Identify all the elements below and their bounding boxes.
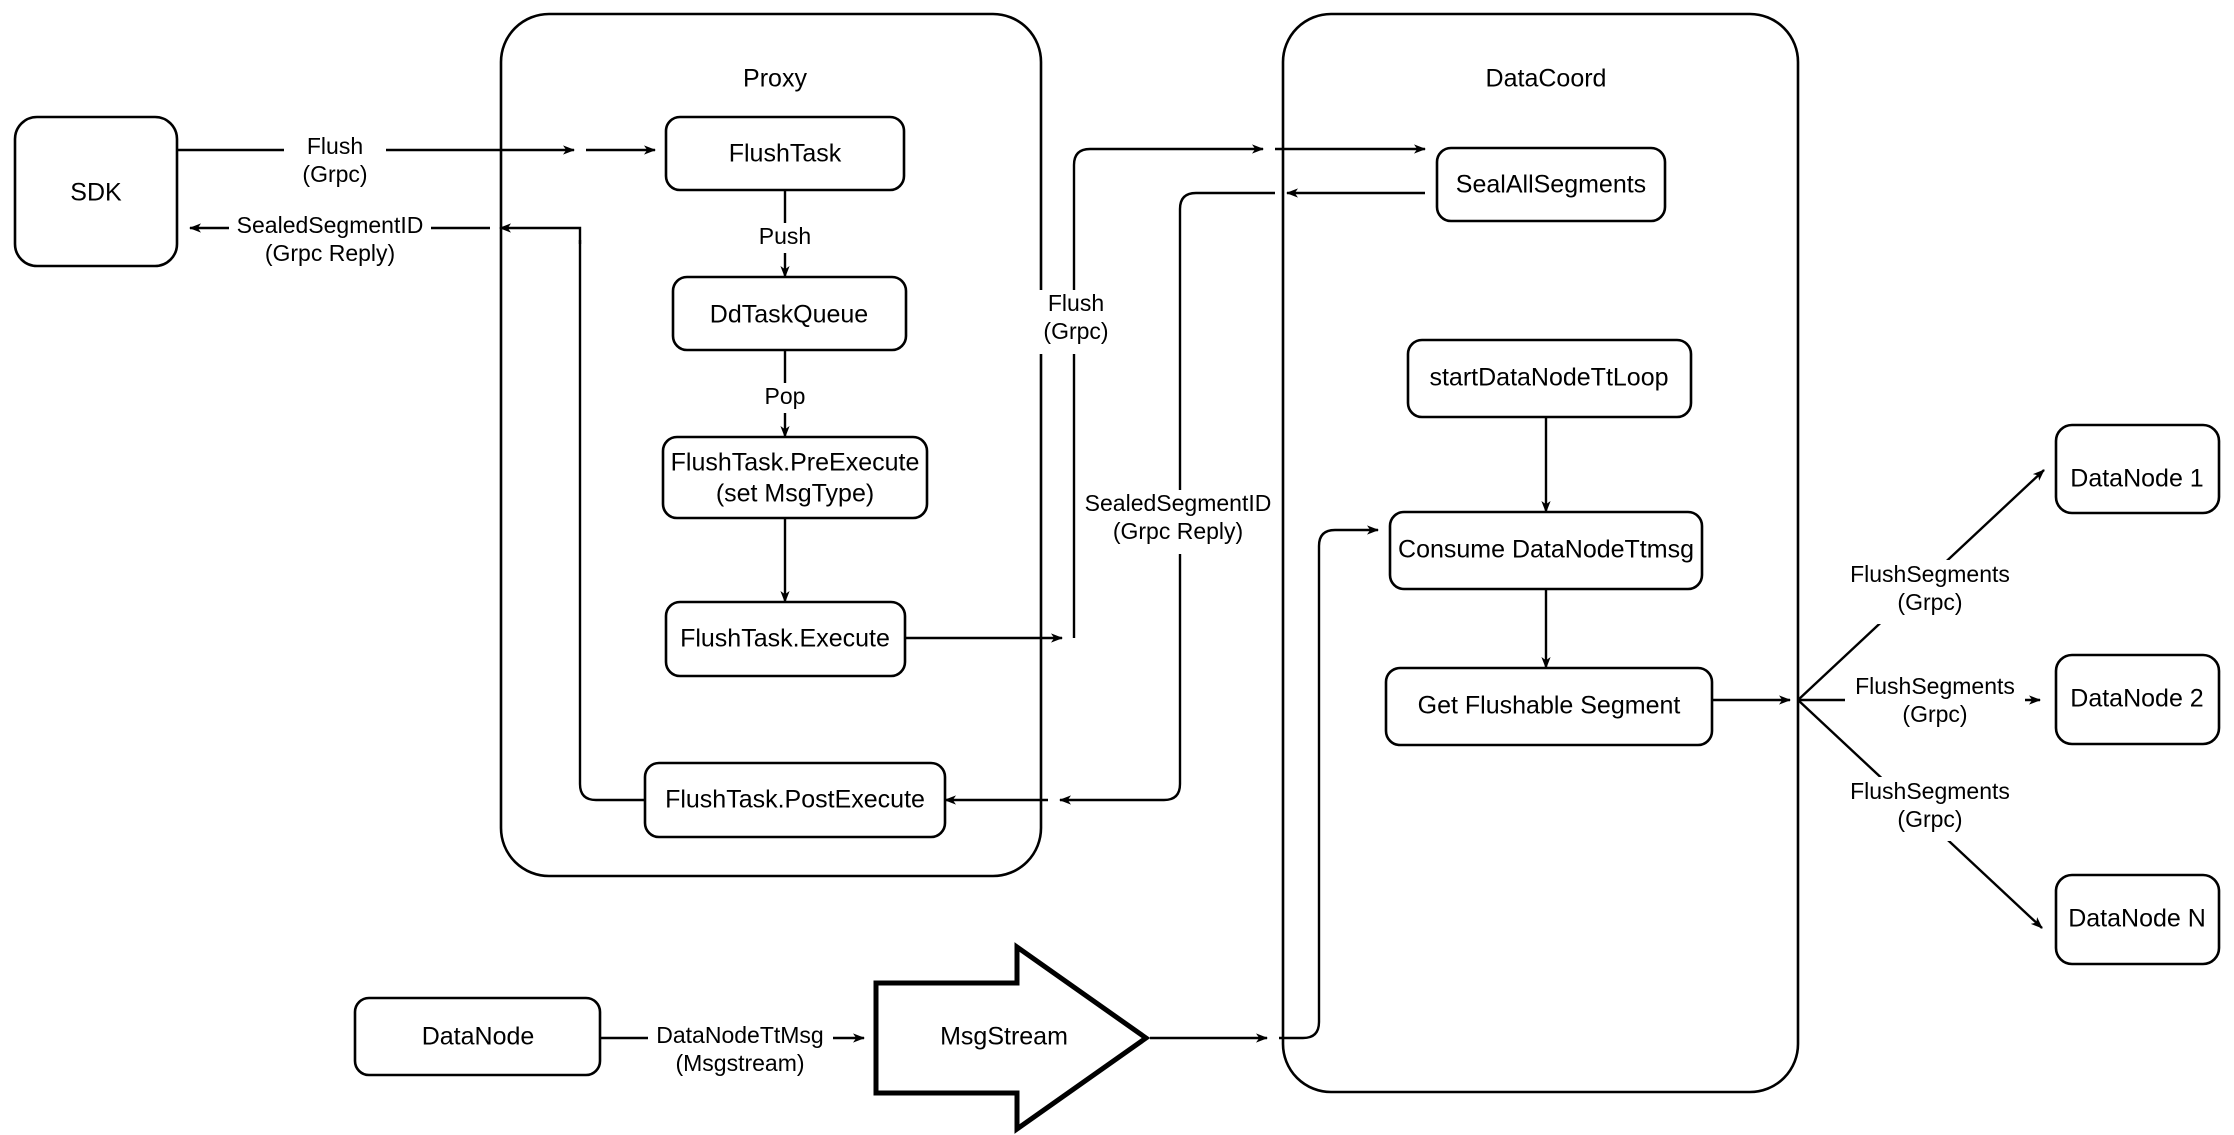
label-proxy-to-datacoord-line1: Flush bbox=[1048, 290, 1104, 316]
label-sdk-to-proxy-bg bbox=[284, 133, 386, 165]
label-datacoord-to-proxy-line1: SealedSegmentID bbox=[1085, 490, 1272, 516]
node-datanode-bottom[interactable]: DataNode bbox=[353, 996, 602, 1077]
proxy-container-rect bbox=[499, 12, 1043, 878]
label-push-text: Push bbox=[759, 223, 811, 249]
edge-msgstream-to-consume bbox=[1150, 525, 1379, 1043]
flushtask-rect[interactable] bbox=[664, 115, 906, 192]
consumedatanodettmsg-label: Consume DataNodeTtmsg bbox=[1398, 536, 1694, 564]
label-pop: Pop bbox=[752, 383, 818, 413]
preexecute-label-line2: (set MsgType) bbox=[716, 480, 874, 508]
sealallsegments-label: SealAllSegments bbox=[1456, 171, 1646, 199]
datanode2-label: DataNode 2 bbox=[2070, 685, 2203, 713]
datanode-bottom-rect[interactable] bbox=[353, 996, 602, 1077]
node-sdk[interactable]: SDK bbox=[13, 115, 179, 268]
datanoden-label: DataNode N bbox=[2068, 905, 2206, 933]
edge-postexecute-to-boundary bbox=[578, 240, 645, 802]
container-proxy: Proxy bbox=[499, 12, 1043, 878]
label-proxy-to-datacoord: Flush (Grpc) bbox=[1026, 290, 1126, 354]
node-ddtaskqueue[interactable]: DdTaskQueue bbox=[671, 275, 908, 352]
datanode2-rect[interactable] bbox=[2054, 653, 2221, 746]
datanode1-label: DataNode 1 bbox=[2070, 465, 2203, 493]
postexecute-rect[interactable] bbox=[643, 761, 947, 839]
label-sdk-to-proxy: Flush (Grpc) bbox=[284, 133, 386, 187]
postexecute-label: FlushTask.PostExecute bbox=[665, 786, 925, 814]
label-pop-bg bbox=[752, 383, 818, 413]
label-sdk-to-proxy-line1: Flush bbox=[307, 133, 363, 159]
label-proxy-to-datacoord-line2: (Grpc) bbox=[1043, 318, 1108, 344]
label-proxy-to-sdk-line2: (Grpc Reply) bbox=[265, 240, 395, 266]
label-flushsegments-1: FlushSegments (Grpc) bbox=[1840, 560, 2020, 624]
getflushablesegment-label: Get Flushable Segment bbox=[1418, 692, 1681, 720]
preexecute-label-line1: FlushTask.PreExecute bbox=[671, 449, 920, 477]
label-flushsegments-n-line2: (Grpc) bbox=[1897, 806, 1962, 832]
label-flushsegments-1-bg bbox=[1840, 560, 2020, 624]
node-datanode2[interactable]: DataNode 2 bbox=[2054, 653, 2221, 746]
label-flushsegments-n-bg bbox=[1840, 777, 2020, 841]
label-proxy-to-datacoord-bg bbox=[1026, 290, 1126, 354]
label-push: Push bbox=[748, 223, 822, 253]
startdatanodettloop-rect[interactable] bbox=[1406, 338, 1693, 419]
datacoord-container-label: DataCoord bbox=[1486, 65, 1607, 93]
datanoden-rect[interactable] bbox=[2054, 873, 2221, 966]
label-datanode-ttmsg-line2: (Msgstream) bbox=[675, 1050, 804, 1076]
label-flushsegments-2-line1: FlushSegments bbox=[1855, 673, 2015, 699]
ddtaskqueue-label: DdTaskQueue bbox=[710, 301, 868, 329]
datacoord-container-rect bbox=[1281, 12, 1800, 1094]
node-datanode1[interactable]: DataNode 1 bbox=[2054, 423, 2221, 515]
label-push-bg bbox=[748, 223, 822, 253]
consumedatanodettmsg-rect[interactable] bbox=[1388, 510, 1704, 591]
label-proxy-to-sdk-bg bbox=[229, 212, 431, 244]
label-datanode-ttmsg-line1: DataNodeTtMsg bbox=[656, 1022, 823, 1048]
sdk-rect[interactable] bbox=[13, 115, 179, 268]
label-flushsegments-n: FlushSegments (Grpc) bbox=[1840, 777, 2020, 841]
edge-proxy-to-sdk bbox=[189, 223, 645, 802]
node-preexecute[interactable]: FlushTask.PreExecute (set MsgType) bbox=[661, 435, 929, 520]
node-datanoden[interactable]: DataNode N bbox=[2054, 873, 2221, 966]
datanode-bottom-label: DataNode bbox=[422, 1023, 535, 1051]
node-flushtask[interactable]: FlushTask bbox=[664, 115, 906, 192]
label-flushsegments-2-line2: (Grpc) bbox=[1902, 701, 1967, 727]
execute-rect[interactable] bbox=[664, 600, 907, 678]
label-flushsegments-1-line2: (Grpc) bbox=[1897, 589, 1962, 615]
node-consumedatanodettmsg[interactable]: Consume DataNodeTtmsg bbox=[1388, 510, 1704, 591]
msgstream-label: MsgStream bbox=[940, 1023, 1068, 1051]
sdk-label: SDK bbox=[70, 179, 122, 207]
label-datacoord-to-proxy-line2: (Grpc Reply) bbox=[1113, 518, 1243, 544]
label-flushsegments-2-bg bbox=[1845, 672, 2025, 736]
node-msgstream[interactable]: MsgStream bbox=[873, 942, 1151, 1134]
node-postexecute[interactable]: FlushTask.PostExecute bbox=[643, 761, 947, 839]
container-datacoord: DataCoord bbox=[1281, 12, 1800, 1094]
datanode1-rect[interactable] bbox=[2054, 423, 2221, 515]
execute-label: FlushTask.Execute bbox=[680, 625, 890, 653]
label-proxy-to-sdk: SealedSegmentID (Grpc Reply) bbox=[229, 212, 431, 266]
node-execute[interactable]: FlushTask.Execute bbox=[664, 600, 907, 678]
node-sealallsegments[interactable]: SealAllSegments bbox=[1435, 146, 1667, 223]
edge-flush-riser bbox=[1072, 144, 1264, 638]
preexecute-rect[interactable] bbox=[661, 435, 929, 520]
msgstream-arrow-shape[interactable] bbox=[873, 942, 1151, 1134]
getflushablesegment-rect[interactable] bbox=[1384, 666, 1714, 747]
startdatanodettloop-label: startDataNodeTtLoop bbox=[1429, 364, 1668, 392]
label-datacoord-to-proxy: SealedSegmentID (Grpc Reply) bbox=[1082, 490, 1274, 554]
label-datanode-ttmsg: DataNodeTtMsg (Msgstream) bbox=[648, 1022, 833, 1076]
edge-execute-to-datacoord bbox=[905, 144, 1426, 643]
edge-msgstream-riser-to-consume bbox=[1279, 525, 1379, 1040]
ddtaskqueue-rect[interactable] bbox=[671, 275, 908, 352]
label-flushsegments-2: FlushSegments (Grpc) bbox=[1845, 672, 2025, 736]
label-flushsegments-n-line1: FlushSegments bbox=[1850, 778, 2010, 804]
label-datanode-ttmsg-bg bbox=[648, 1023, 833, 1055]
label-pop-text: Pop bbox=[765, 383, 806, 409]
label-sdk-to-proxy-line2: (Grpc) bbox=[302, 161, 367, 187]
edge-boundary-left-turn bbox=[499, 223, 582, 244]
label-proxy-to-sdk-line1: SealedSegmentID bbox=[237, 212, 424, 238]
sealallsegments-rect[interactable] bbox=[1435, 146, 1667, 223]
node-startdatanodettloop[interactable]: startDataNodeTtLoop bbox=[1406, 338, 1693, 419]
proxy-container-label: Proxy bbox=[743, 65, 807, 93]
label-flushsegments-1-line1: FlushSegments bbox=[1850, 561, 2010, 587]
label-datacoord-to-proxy-bg bbox=[1082, 490, 1274, 554]
flushtask-label: FlushTask bbox=[729, 140, 842, 168]
node-getflushablesegment[interactable]: Get Flushable Segment bbox=[1384, 666, 1714, 747]
